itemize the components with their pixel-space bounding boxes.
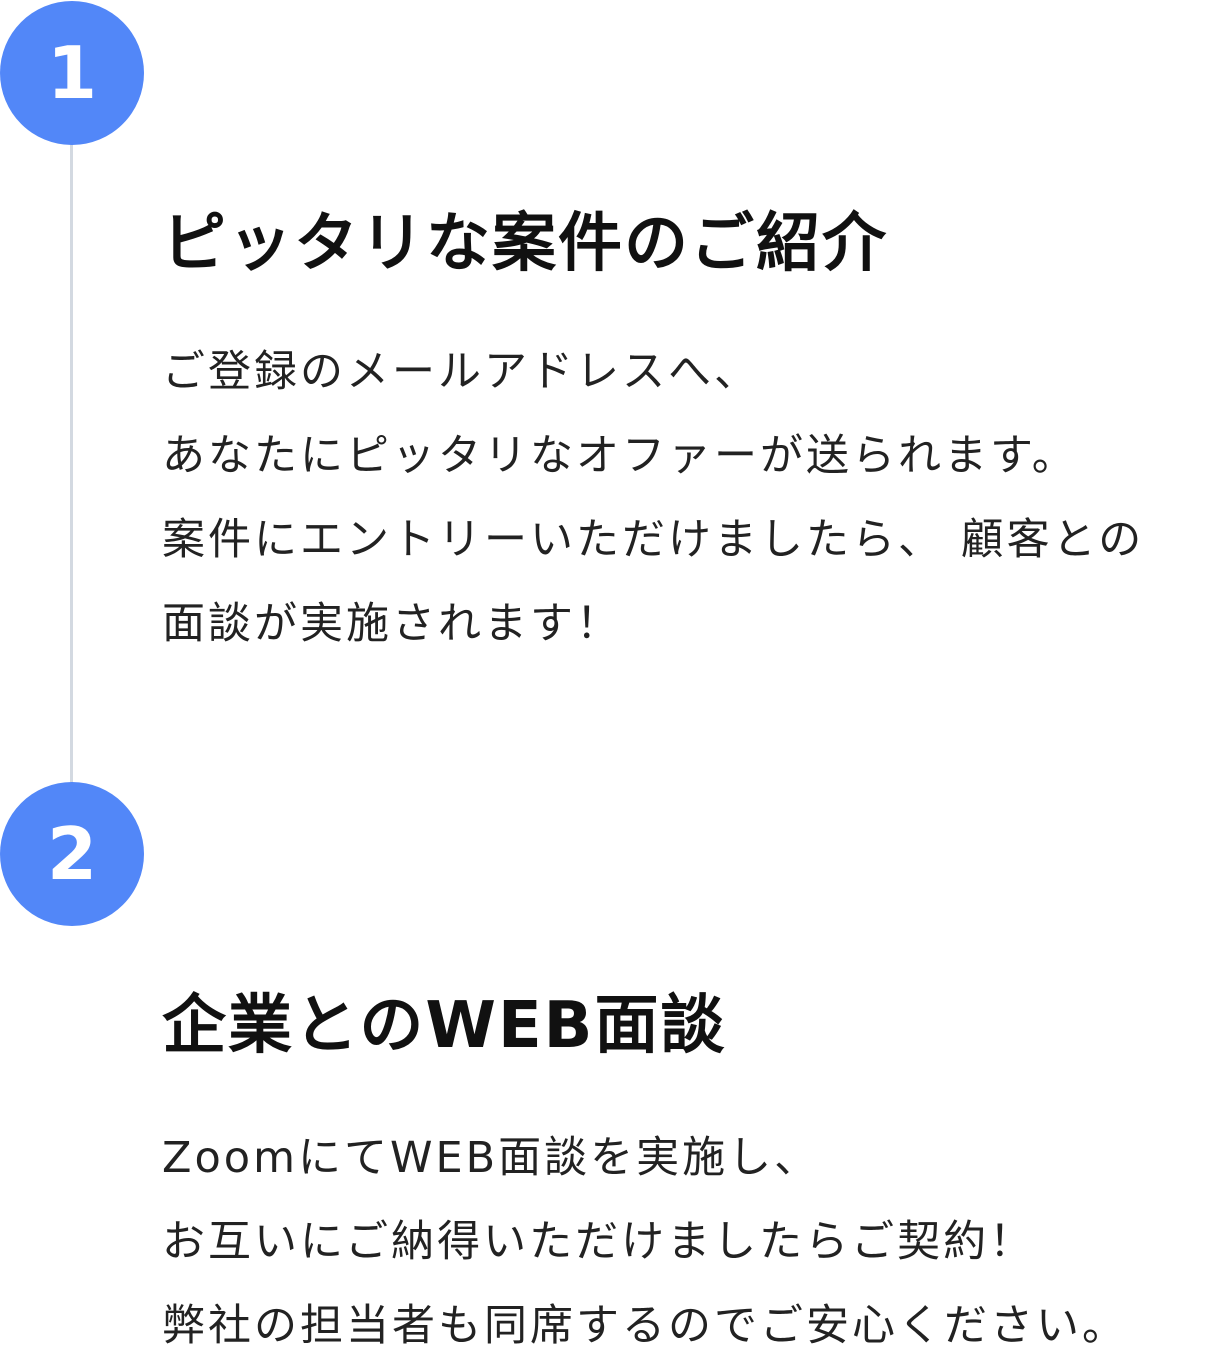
- step-2-description: ZoomにてWEB面談を実施し、 お互いにご納得いただけましたらご契約！ 弊社の…: [162, 1116, 1128, 1368]
- step-1-description: ご登録のメールアドレスへ、 あなたにピッタリなオファーが送られます。 案件にエン…: [162, 330, 1144, 666]
- step-1-description-line: 案件にエントリーいただけましたら、 顧客との: [162, 515, 1145, 565]
- step-1-title: ピッタリな案件のご紹介: [162, 207, 888, 281]
- step-2-title: 企業とのWEB面談: [162, 989, 727, 1063]
- step-1-description-line: 面談が実施されます！: [162, 599, 622, 649]
- step-2-description-line: ZoomにてWEB面談を実施し、: [162, 1133, 821, 1183]
- step-2-description-line: お互いにご納得いただけましたらご契約！: [162, 1217, 1036, 1267]
- step-1-description-line: ご登録のメールアドレスへ、: [162, 347, 760, 397]
- step-1-number-badge: 1: [0, 1, 144, 145]
- step-2-number: 2: [46, 812, 98, 896]
- step-2-number-badge: 2: [0, 782, 144, 926]
- step-1-description-line: あなたにピッタリなオファーが送られます。: [162, 431, 1078, 481]
- step-1-number: 1: [46, 31, 98, 115]
- timeline-connector-line: [70, 140, 73, 785]
- step-2-description-line: 弊社の担当者も同席するのでご安心ください。: [162, 1301, 1128, 1351]
